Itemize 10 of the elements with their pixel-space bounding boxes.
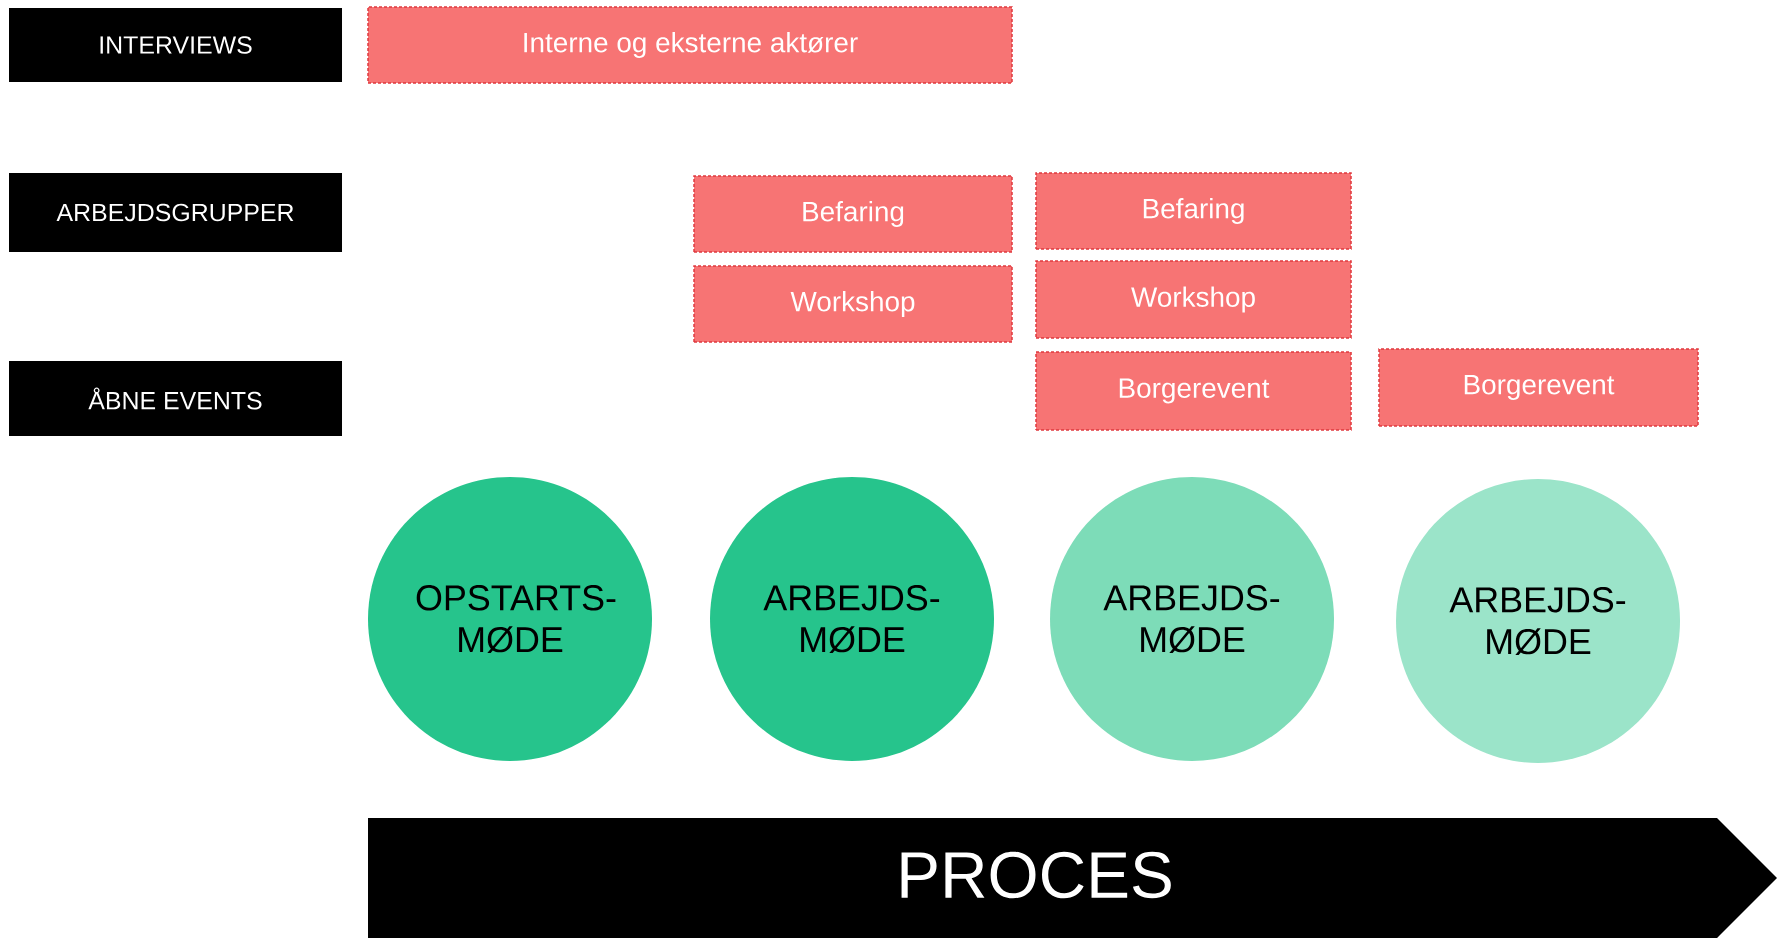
row-label: ARBEJDSGRUPPER bbox=[9, 173, 342, 252]
activity-box: Befaring bbox=[1035, 172, 1352, 250]
row-label: ÅBNE EVENTS bbox=[9, 361, 342, 436]
activity-box: Interne og eksterne aktører bbox=[367, 6, 1013, 84]
activity-box: Borgerevent bbox=[1035, 351, 1352, 431]
row-label: INTERVIEWS bbox=[9, 8, 342, 82]
activity-box: Befaring bbox=[693, 175, 1013, 253]
activity-box: Workshop bbox=[1035, 260, 1352, 339]
activity-box: Workshop bbox=[693, 265, 1013, 343]
activity-box: Borgerevent bbox=[1378, 348, 1699, 427]
